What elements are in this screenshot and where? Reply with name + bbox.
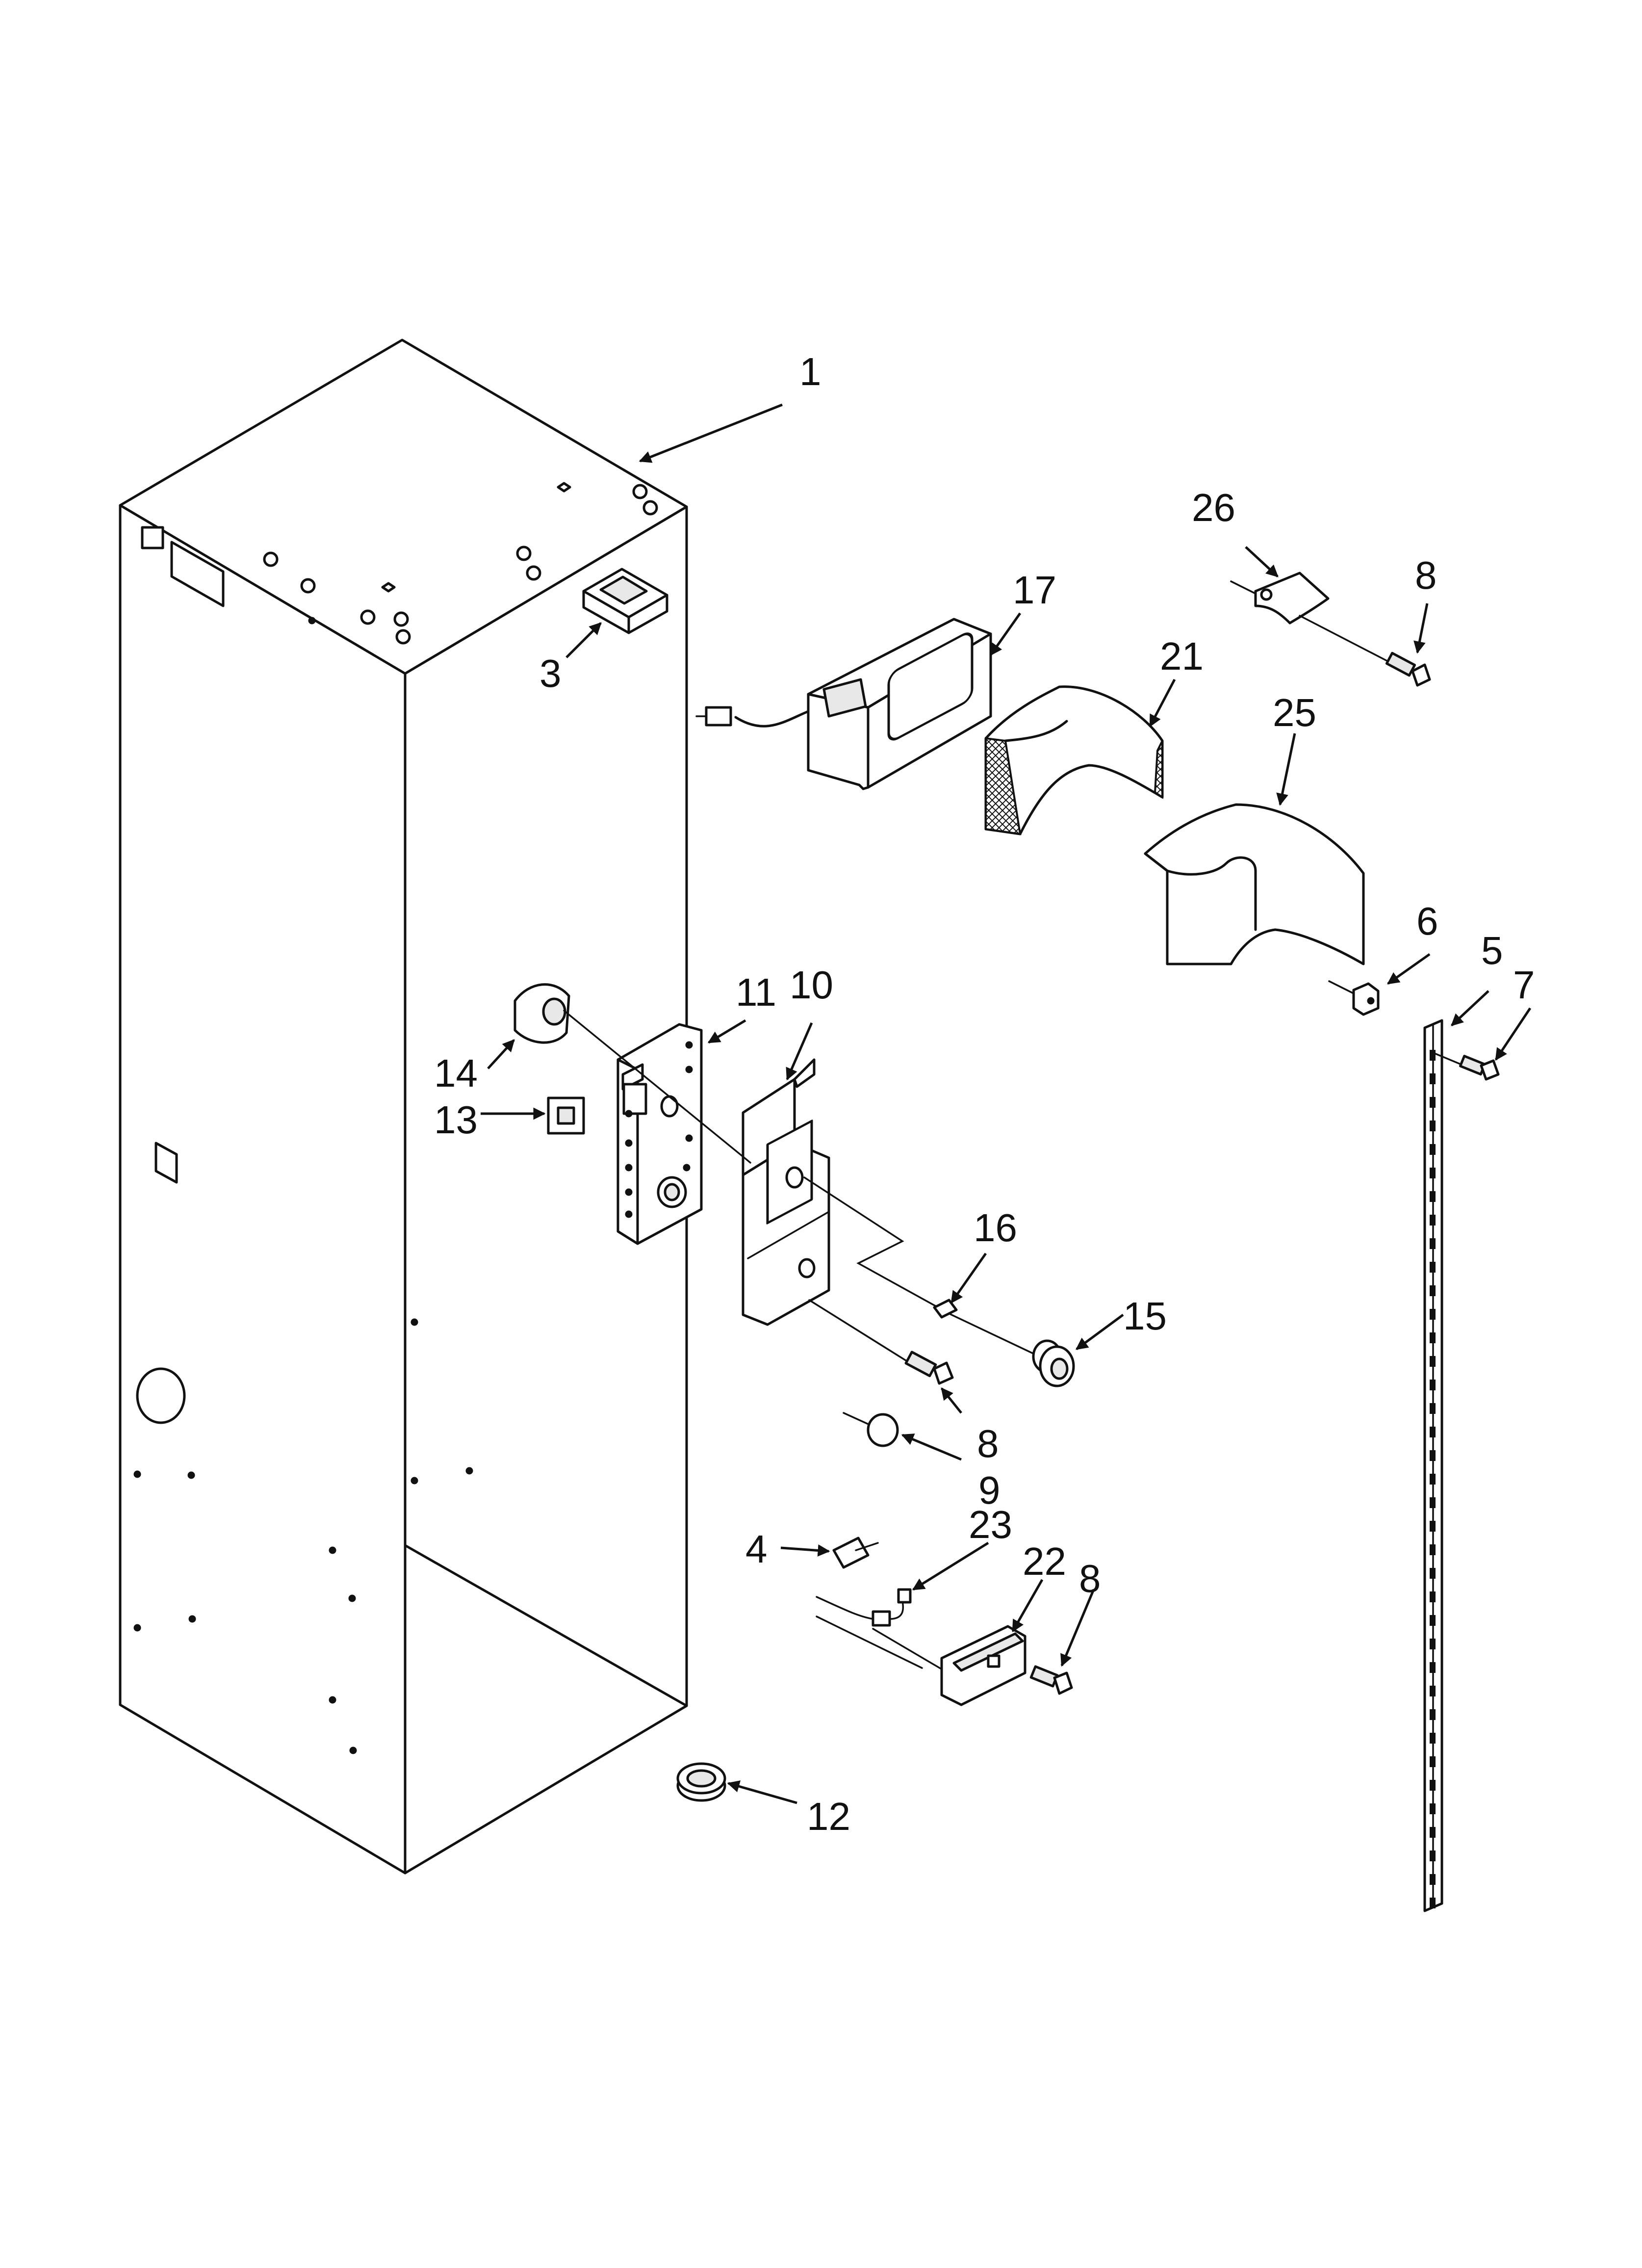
callout-labels: 1 3 26 8 17 21 25 6 5 7 11 10 14 13 16 1… (434, 350, 1535, 1838)
part-16-tag (933, 1299, 958, 1319)
callout-8-top: 8 (1415, 553, 1437, 597)
part-14-cap (513, 983, 751, 1164)
rail-slot (1430, 1780, 1436, 1791)
callout-8-low: 8 (1079, 1557, 1101, 1600)
part-17-control-box (695, 618, 992, 790)
callout-15: 15 (1123, 1294, 1167, 1338)
rail-slot (1430, 1215, 1436, 1225)
rail-slot (1430, 1144, 1436, 1155)
callout-16: 16 (974, 1206, 1017, 1250)
rail-slot (1430, 1591, 1436, 1602)
rail-slot (1430, 1427, 1436, 1437)
callout-26: 26 (1192, 486, 1235, 529)
rail-slot (1430, 1450, 1436, 1461)
rail-slot (1430, 1474, 1436, 1485)
part-12-plug (676, 1762, 726, 1802)
part-6-clip (1328, 980, 1380, 1016)
part-4-clip (832, 1537, 879, 1569)
callout-23: 23 (969, 1503, 1012, 1546)
rail-slot (1430, 1521, 1436, 1532)
rail-slots (1430, 1050, 1436, 1908)
part-8-screw-mid (808, 1299, 954, 1385)
rail-slot (1430, 1874, 1436, 1885)
rail-slot (1430, 1262, 1436, 1273)
rail-slot (1430, 1615, 1436, 1626)
rail-slot (1430, 1309, 1436, 1320)
rail-slot (1430, 1073, 1436, 1084)
part-3-housing (582, 568, 668, 634)
rail-slot (1430, 1662, 1436, 1673)
part-7-screw (1431, 1051, 1500, 1081)
rail-slot (1430, 1803, 1436, 1814)
wire-16 (803, 1176, 1046, 1360)
part-26-bracket (1230, 572, 1389, 662)
rail-slot (1430, 1332, 1436, 1343)
part-15-grommet (1032, 1339, 1075, 1387)
callout-3: 3 (539, 652, 562, 695)
rail-slot (1430, 1191, 1436, 1202)
rail-slot (1430, 1285, 1436, 1296)
part-25-duct (1144, 803, 1365, 965)
rail-slot (1430, 1238, 1436, 1249)
rail-slot (1430, 1639, 1436, 1649)
rail-slot (1430, 1497, 1436, 1508)
part-10-hinge-bracket (742, 1058, 830, 1326)
callout-7: 7 (1513, 963, 1535, 1007)
rail-slot (1430, 1380, 1436, 1390)
callout-10: 10 (790, 963, 833, 1007)
callout-8-mid: 8 (977, 1422, 999, 1465)
rail-slot (1430, 1733, 1436, 1744)
callout-1: 1 (799, 350, 821, 393)
rail-slot (1430, 1686, 1436, 1696)
part-22-23-switch (816, 1588, 1026, 1706)
part-8-screw-top (1385, 652, 1431, 687)
callout-4: 4 (745, 1527, 768, 1571)
callout-21: 21 (1160, 634, 1204, 678)
callout-14: 14 (434, 1051, 478, 1095)
callout-13: 13 (434, 1098, 478, 1142)
callout-12: 12 (807, 1795, 850, 1838)
rail-slot (1430, 1097, 1436, 1108)
leader-lines (481, 403, 1532, 1804)
rail-slot (1430, 1756, 1436, 1767)
rail-slot (1430, 1568, 1436, 1579)
callout-22: 22 (1023, 1539, 1066, 1583)
part-11-hinge-plate (616, 1023, 703, 1245)
part-9-button (843, 1412, 899, 1447)
rail-slot (1430, 1827, 1436, 1838)
part-13-square (547, 1096, 585, 1135)
part-21-duct (984, 685, 1164, 835)
callout-6: 6 (1416, 899, 1438, 943)
rail-slot (1430, 1403, 1436, 1414)
rail-slot (1430, 1709, 1436, 1720)
callout-17: 17 (1013, 568, 1056, 612)
rail-slot (1430, 1168, 1436, 1178)
callout-5: 5 (1481, 929, 1503, 972)
part-8-screw-low (1029, 1665, 1073, 1695)
callout-25: 25 (1273, 691, 1316, 734)
rail-slot (1430, 1851, 1436, 1861)
rail-slot (1430, 1050, 1436, 1061)
callout-9: 9 (978, 1468, 1001, 1512)
rail-slot (1430, 1121, 1436, 1131)
cabinet (119, 339, 688, 1875)
rail-slot (1430, 1544, 1436, 1555)
callout-11: 11 (736, 970, 776, 1014)
rail-slot (1430, 1898, 1436, 1908)
rail-slot (1430, 1356, 1436, 1367)
